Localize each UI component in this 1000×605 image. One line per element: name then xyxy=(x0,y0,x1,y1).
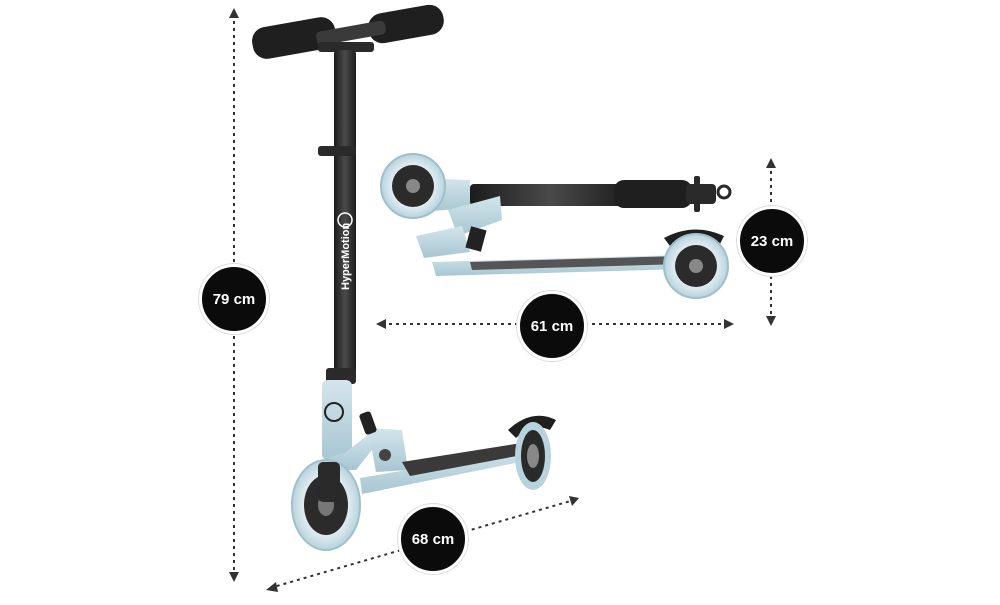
folded-scooter xyxy=(380,153,732,299)
arrow-down-icon xyxy=(229,572,239,582)
arrow-right-icon xyxy=(724,319,734,329)
arrow-up-icon xyxy=(229,8,239,18)
length-badge: 68 cm xyxy=(398,504,468,574)
arrow-down-icon xyxy=(766,316,776,326)
folded-height-badge: 23 cm xyxy=(737,206,807,276)
arrow-up-icon xyxy=(766,158,776,168)
brand-logo-icon xyxy=(337,212,353,228)
brand-logo-text: HyperMotion xyxy=(340,223,352,291)
folded-length-badge: 61 cm xyxy=(517,291,587,361)
arrow-right-icon xyxy=(569,496,579,506)
standing-scooter: HyperMotion xyxy=(252,4,556,551)
arrow-left-icon xyxy=(266,582,278,592)
brand-emblem-icon xyxy=(324,402,344,422)
height-badge: 79 cm xyxy=(199,264,269,334)
arrow-left-icon xyxy=(376,319,386,329)
